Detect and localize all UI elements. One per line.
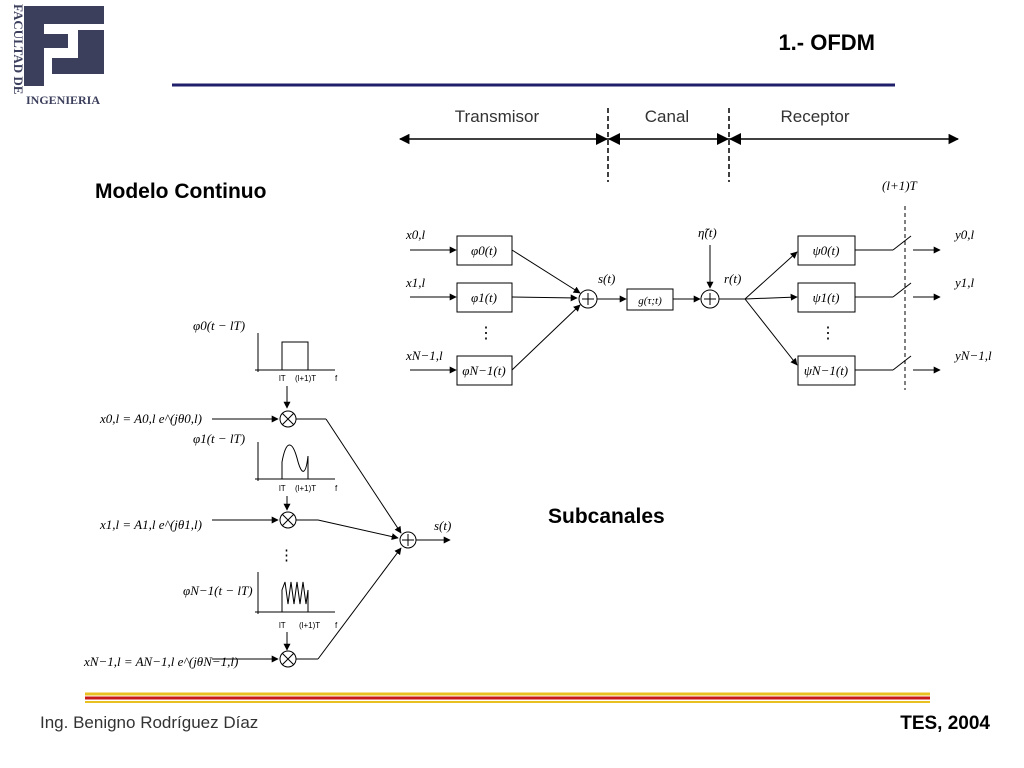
input-0: x0,l (405, 227, 426, 242)
sampling-label: (l+1)T (882, 178, 918, 193)
symbol-0: x0,l = A0,l e^(jθ0,l) (99, 411, 202, 426)
ellipsis-rx: ⋮ (820, 325, 836, 342)
tick-lt-1: lT (279, 484, 286, 493)
output-n-1: yN−1,l (953, 348, 992, 363)
ellipsis-sub: ⋮ (279, 548, 294, 564)
footer-event: TES, 2004 (900, 713, 990, 734)
pulse-0 (281, 341, 309, 370)
tx-filter-1-label: φ1(t) (471, 290, 497, 305)
rx-filter-n-1 (797, 355, 856, 386)
tick-f-0: f (335, 374, 338, 383)
faculty-logo: FACULTAD DE INGENIERIA (0, 0, 120, 112)
section-transmitter: Transmisor (455, 107, 540, 126)
tx-filter-0-label: φ0(t) (471, 243, 497, 258)
heading-subchannels: Subcanales (548, 505, 665, 528)
pulse-0-label: φ0(t − lT) (193, 318, 245, 333)
tick-lt-0: lT (279, 374, 286, 383)
logo-text-engineering: INGENIERIA (26, 93, 100, 107)
ellipsis-tx: ⋮ (478, 325, 494, 342)
pulse-n-1-label: φN−1(t − lT) (183, 583, 253, 598)
ofdm-block-diagram: (l+1)T x0,l x1,l xN−1,l φ0(t) φ1(t) φN−1… (405, 178, 992, 390)
pulse-1 (281, 444, 309, 479)
tick-l1t-0: (l+1)T (295, 374, 316, 383)
tx-filter-n-1 (456, 355, 513, 386)
heading-continuous-model: Modelo Continuo (95, 180, 267, 203)
noise-label: η̃(t) (698, 225, 717, 240)
rx-filter-n-1-label: ψN−1(t) (804, 363, 848, 378)
tick-lt-n-1: lT (279, 621, 286, 630)
symbol-n-1: xN−1,l = AN−1,l e^(jθN−1,l) (83, 654, 238, 669)
slide-title: 1.- OFDM (778, 30, 875, 55)
tx-filter-0 (456, 235, 513, 266)
tick-l1t-n-1: (l+1)T (299, 621, 320, 630)
section-receiver: Receptor (781, 107, 850, 126)
received-signal-label: r(t) (724, 271, 741, 286)
pulse-1-label: φ1(t − lT) (193, 431, 245, 446)
input-n-1: xN−1,l (405, 348, 443, 363)
footer-author: Ing. Benigno Rodríguez Díaz (40, 713, 259, 732)
pulse-n-1 (281, 581, 309, 612)
output-0: y0,l (953, 227, 975, 242)
section-bar: Transmisor Canal Receptor (398, 107, 960, 182)
tick-f-1: f (335, 484, 338, 493)
channel-filter-label: g(τ;t) (638, 295, 662, 307)
input-1: x1,l (405, 275, 426, 290)
tick-l1t-1: (l+1)T (295, 484, 316, 493)
sub-output-label: s(t) (434, 518, 451, 533)
rx-filter-0 (797, 235, 856, 266)
rx-filter-1-label: ψ1(t) (813, 290, 840, 305)
section-channel: Canal (645, 107, 689, 126)
logo-emblem (24, 6, 104, 86)
logo-text-faculty: FACULTAD DE (11, 4, 26, 94)
rx-filter-0-label: ψ0(t) (813, 243, 840, 258)
symbol-1: x1,l = A1,l e^(jθ1,l) (99, 517, 202, 532)
tx-filter-n-1-label: φN−1(t) (462, 363, 505, 378)
output-1: y1,l (953, 275, 975, 290)
subchannel-modulator: φ0(t − lT) lT (l+1)T f φ1(t − lT) lT (l+… (83, 318, 451, 669)
footer-rules (85, 692, 930, 703)
signal-label: s(t) (598, 271, 615, 286)
tx-filter-1 (456, 282, 513, 313)
sampler-switches (855, 235, 941, 374)
tick-f-n-1: f (335, 621, 338, 630)
